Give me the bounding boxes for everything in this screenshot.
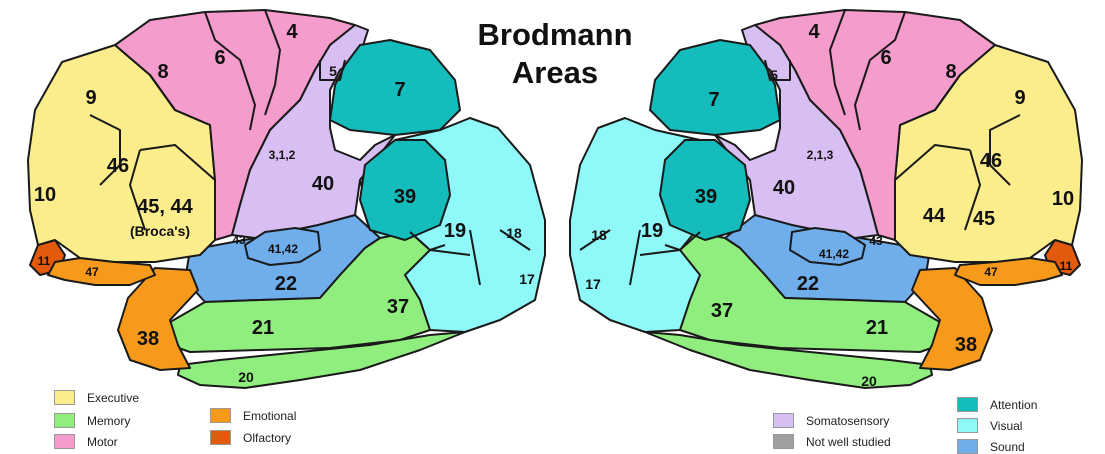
label-right-41-42: 41,42 — [819, 247, 849, 261]
label-right-43: 43 — [869, 234, 883, 248]
label-left-11: 11 — [38, 254, 51, 268]
legend-label-memory: Memory — [87, 414, 130, 428]
label-right-22: 22 — [797, 273, 819, 295]
label-left-38: 38 — [137, 328, 159, 350]
legend-label-not-studied: Not well studied — [806, 435, 891, 449]
legend-label-sound: Sound — [990, 440, 1025, 454]
label-left-7: 7 — [394, 79, 405, 101]
label-left-17: 17 — [519, 271, 535, 287]
label-right-4: 4 — [808, 21, 820, 43]
label-left-8: 8 — [157, 61, 168, 83]
legend-label-olfactory: Olfactory — [243, 431, 291, 445]
label-left-41-42: 41,42 — [268, 242, 298, 256]
label-right-6: 6 — [880, 47, 891, 69]
label-right-8: 8 — [945, 61, 956, 83]
label-right-10: 10 — [1052, 188, 1074, 210]
label-left-22: 22 — [275, 273, 297, 295]
legend-swatch — [773, 434, 794, 449]
label-left-6: 6 — [214, 47, 225, 69]
label-left-46: 46 — [107, 155, 129, 177]
label-right-18: 18 — [591, 227, 607, 243]
label-right-45: 45 — [973, 208, 995, 230]
label-right-37: 37 — [711, 300, 733, 322]
legend-swatch — [957, 418, 978, 433]
legend-label-attention: Attention — [990, 398, 1037, 412]
legend-label-somatosensory: Somatosensory — [806, 414, 889, 428]
right-hemisphere — [570, 10, 1082, 388]
legend-emotional: Emotional — [210, 408, 296, 423]
label-left-5: 5 — [329, 63, 337, 79]
label-right-47: 47 — [984, 265, 998, 279]
label-left-20: 20 — [238, 369, 254, 385]
legend-not-studied: Not well studied — [773, 434, 891, 449]
legend-swatch — [210, 408, 231, 423]
label-right-17: 17 — [585, 276, 601, 292]
label-right-46: 46 — [980, 150, 1002, 172]
legend-visual: Visual — [957, 418, 1022, 433]
legend-label-executive: Executive — [87, 391, 139, 405]
label-left-21: 21 — [252, 317, 274, 339]
legend-swatch — [54, 413, 75, 428]
label-left-39: 39 — [394, 186, 416, 208]
legend-olfactory: Olfactory — [210, 430, 291, 445]
label-left-broca: (Broca's) — [130, 223, 190, 239]
label-right-21: 21 — [866, 317, 888, 339]
legend-swatch — [54, 390, 75, 405]
label-right-40: 40 — [773, 177, 795, 199]
label-right-9: 9 — [1014, 87, 1025, 109]
legend-label-motor: Motor — [87, 435, 118, 449]
label-right-2-1-3: 2,1,3 — [807, 148, 834, 162]
label-left-45-44: 45, 44 — [137, 196, 193, 218]
left-hemisphere — [28, 10, 545, 388]
title-line-2: Areas — [512, 55, 598, 90]
legend-swatch — [957, 397, 978, 412]
legend-memory: Memory — [54, 413, 130, 428]
label-left-43: 43 — [232, 233, 246, 247]
label-left-4: 4 — [286, 21, 298, 43]
label-left-37: 37 — [387, 296, 409, 318]
legend-swatch — [773, 413, 794, 428]
label-left-10: 10 — [34, 184, 56, 206]
label-right-44: 44 — [923, 205, 946, 227]
label-left-18: 18 — [506, 225, 522, 241]
legend-label-emotional: Emotional — [243, 409, 296, 423]
label-right-11: 11 — [1060, 259, 1073, 273]
label-left-40: 40 — [312, 173, 334, 195]
label-right-19: 19 — [641, 220, 663, 242]
label-right-38: 38 — [955, 334, 977, 356]
legend-swatch — [54, 434, 75, 449]
legend-attention: Attention — [957, 397, 1037, 412]
title-line-1: Brodmann — [478, 17, 633, 52]
label-right-5: 5 — [770, 67, 778, 83]
label-left-9: 9 — [85, 87, 96, 109]
label-left-3-1-2: 3,1,2 — [269, 148, 296, 162]
legend-executive: Executive — [54, 390, 139, 405]
legend-motor: Motor — [54, 434, 118, 449]
label-right-20: 20 — [861, 373, 877, 389]
label-right-39: 39 — [695, 186, 717, 208]
legend-somatosensory: Somatosensory — [773, 413, 889, 428]
label-left-47: 47 — [85, 265, 99, 279]
label-right-7: 7 — [708, 89, 719, 111]
label-left-19: 19 — [444, 220, 466, 242]
legend-label-visual: Visual — [990, 419, 1022, 433]
legend-swatch — [210, 430, 231, 445]
